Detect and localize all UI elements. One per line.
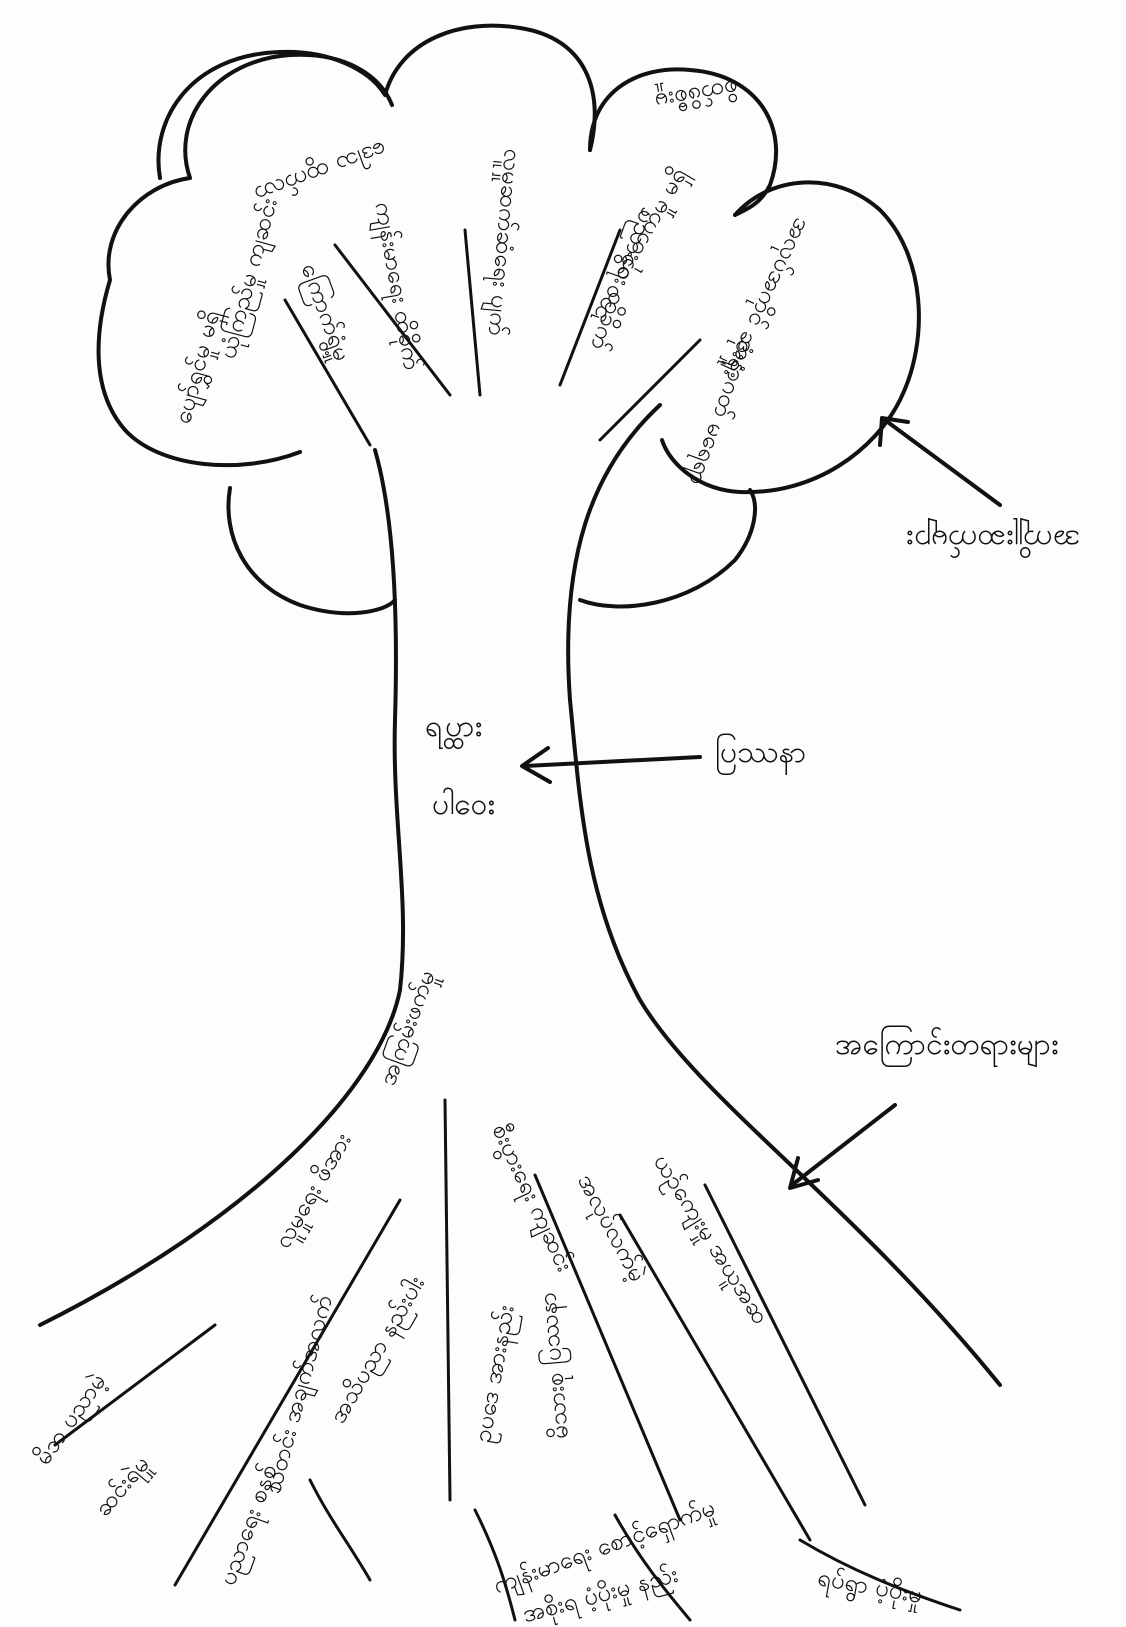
trunk-label-line-1: ရပ္ထား bbox=[425, 709, 483, 744]
roots-arrow bbox=[790, 1103, 897, 1187]
branch-3 bbox=[463, 228, 482, 397]
crown-bottom-right-blob bbox=[578, 488, 757, 609]
root-line-3 bbox=[443, 1098, 452, 1502]
trunk-label-line-2: ပါဝေး bbox=[432, 787, 496, 822]
branch-5 bbox=[598, 338, 702, 442]
tree-trunk bbox=[38, 228, 1002, 1387]
leaves-arrow-head bbox=[878, 416, 910, 447]
root-line-2 bbox=[173, 1198, 402, 1587]
branch-1 bbox=[283, 298, 372, 447]
roots-pointer-label: အကြောင်းတရားများ bbox=[835, 1027, 1059, 1062]
crown-right-top-blob bbox=[588, 67, 779, 217]
root-line-8 bbox=[473, 1508, 517, 1622]
trunk-right-edge bbox=[566, 403, 1002, 1387]
root-line-5 bbox=[618, 1213, 812, 1542]
trunk-left-edge bbox=[38, 448, 406, 1327]
crown-bottom-left-blob bbox=[226, 486, 397, 616]
root-line-1 bbox=[53, 1323, 217, 1447]
trunk-pointer-label: ပြဿနာ bbox=[715, 735, 807, 770]
trunk-arrow bbox=[523, 755, 702, 768]
root-line-10 bbox=[798, 1538, 962, 1612]
crown-left-blob bbox=[96, 52, 394, 468]
roots-arrow-head bbox=[788, 1156, 820, 1190]
leaves-pointer-label: အကျိုးဆက်များ bbox=[906, 523, 1080, 558]
pointer-arrows bbox=[520, 416, 1002, 1190]
root-line-7 bbox=[308, 1478, 372, 1582]
leaves-arrow bbox=[883, 418, 1002, 507]
root-line-9 bbox=[613, 1513, 692, 1622]
root-line-4 bbox=[533, 1173, 682, 1522]
branch-4 bbox=[558, 228, 622, 387]
tree-crown bbox=[96, 23, 921, 616]
branch-2 bbox=[333, 243, 452, 397]
root-line-6 bbox=[703, 1183, 867, 1507]
trunk-arrow-head bbox=[520, 746, 552, 784]
tree-roots bbox=[53, 1098, 962, 1622]
crown-right-blob bbox=[660, 180, 921, 495]
crown-top-blob bbox=[156, 23, 597, 180]
